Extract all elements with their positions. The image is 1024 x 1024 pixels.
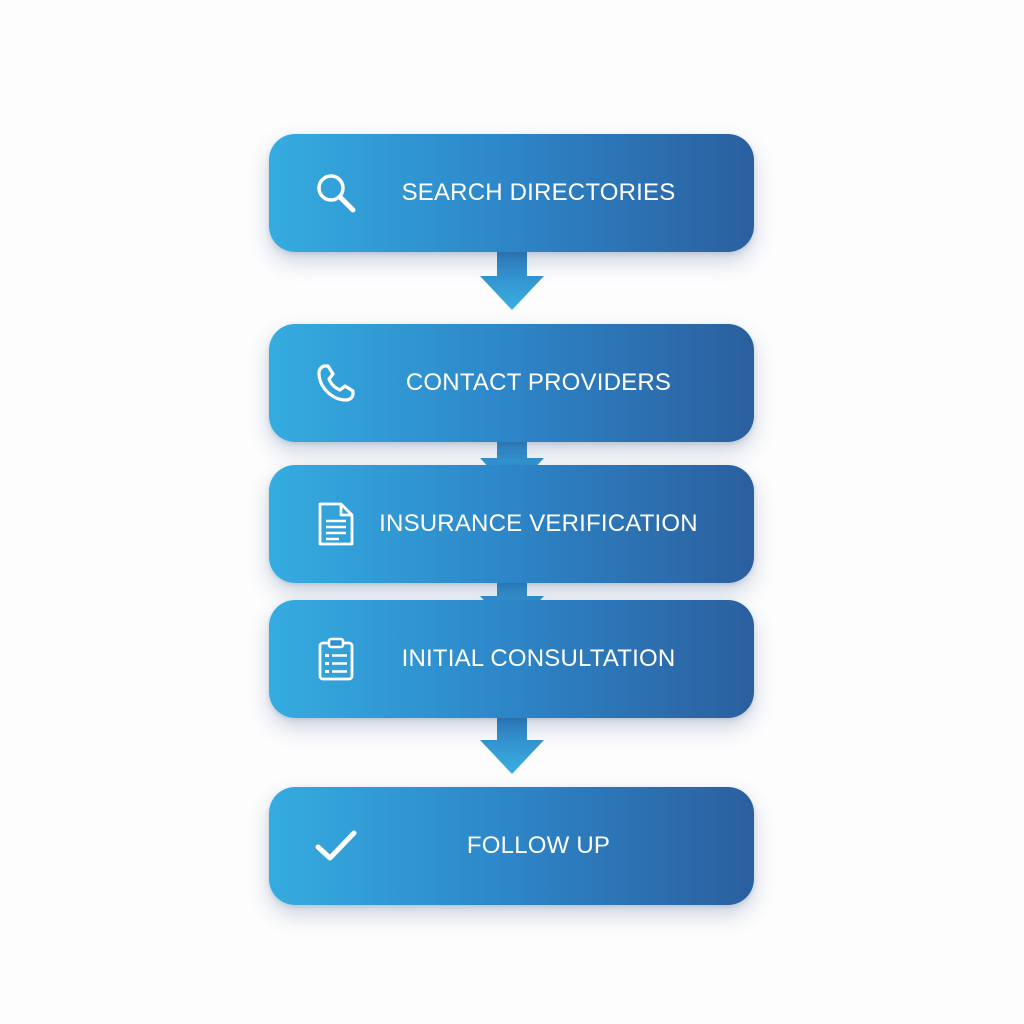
step-label: CONTACT PROVIDERS — [405, 369, 672, 396]
arrow-1-to-2 — [477, 250, 547, 312]
step-label: SEARCH DIRECTORIES — [401, 179, 676, 206]
step-initial-consultation: INITIAL CONSULTATION — [269, 600, 754, 718]
checkmark-icon — [313, 823, 359, 869]
document-icon — [313, 501, 359, 547]
search-icon — [313, 170, 359, 216]
arrow-2-to-3 — [477, 432, 547, 494]
step-label: INITIAL CONSULTATION — [401, 645, 676, 672]
step-label: INSURANCE VERIFICATION — [379, 510, 698, 537]
step-insurance-verification: INSURANCE VERIFICATION — [269, 465, 754, 583]
arrow-4-to-5 — [477, 714, 547, 776]
step-follow-up: FOLLOW UP — [269, 787, 754, 905]
clipboard-icon — [313, 636, 359, 682]
step-search-directories: SEARCH DIRECTORIES — [269, 134, 754, 252]
step-label: FOLLOW UP — [466, 832, 611, 859]
step-contact-providers: CONTACT PROVIDERS — [269, 324, 754, 442]
phone-icon — [313, 360, 359, 406]
